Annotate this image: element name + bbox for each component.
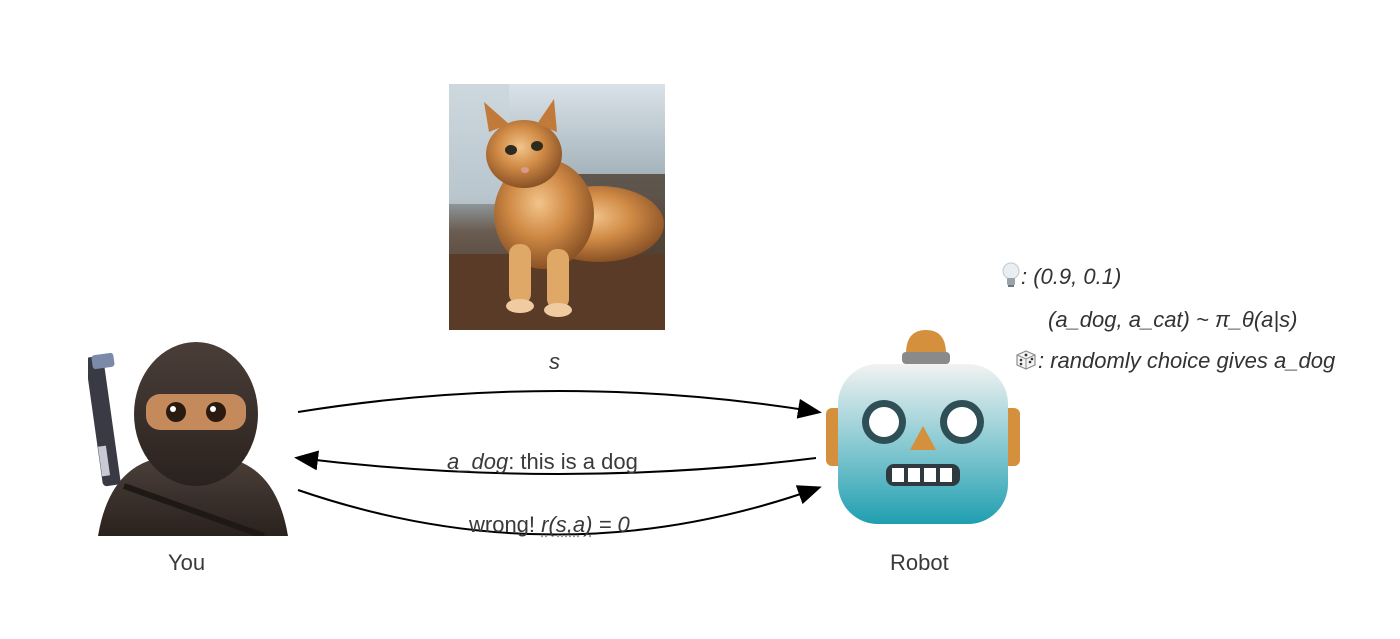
robot-avatar-icon — [826, 330, 1020, 524]
choice-text: : randomly choice gives — [1038, 348, 1274, 373]
you-label: You — [168, 550, 206, 575]
state-arrow — [297, 390, 822, 419]
robot-label: Robot — [890, 550, 949, 575]
action-text: : this is a dog — [508, 449, 638, 474]
action-arrow — [294, 450, 817, 475]
choice-note: : randomly choice gives a_dog — [1014, 348, 1335, 374]
reward-func: r(s,a) — [541, 512, 593, 537]
dice-icon — [1016, 350, 1036, 370]
reward-prefix: wrong! — [469, 512, 542, 537]
ninja-avatar-icon — [88, 342, 288, 536]
probabilities-note: : (0.9, 0.1) — [1001, 262, 1121, 290]
cat-image — [449, 84, 665, 330]
action-var: a_dog — [447, 449, 509, 474]
probabilities-text: : (0.9, 0.1) — [1021, 264, 1122, 289]
reward-label: wrong! r(s,a) = 0 — [469, 512, 630, 538]
lightbulb-icon — [1002, 262, 1020, 287]
choice-var: a_dog — [1274, 348, 1336, 373]
policy-note: (a_dog, a_cat) ~ π_θ(a|s) — [1048, 307, 1298, 332]
action-label: a_dog: this is a dog — [447, 449, 638, 475]
state-label: s — [549, 349, 560, 374]
reward-value: = 0 — [592, 512, 630, 537]
reward-arrow — [297, 485, 822, 536]
